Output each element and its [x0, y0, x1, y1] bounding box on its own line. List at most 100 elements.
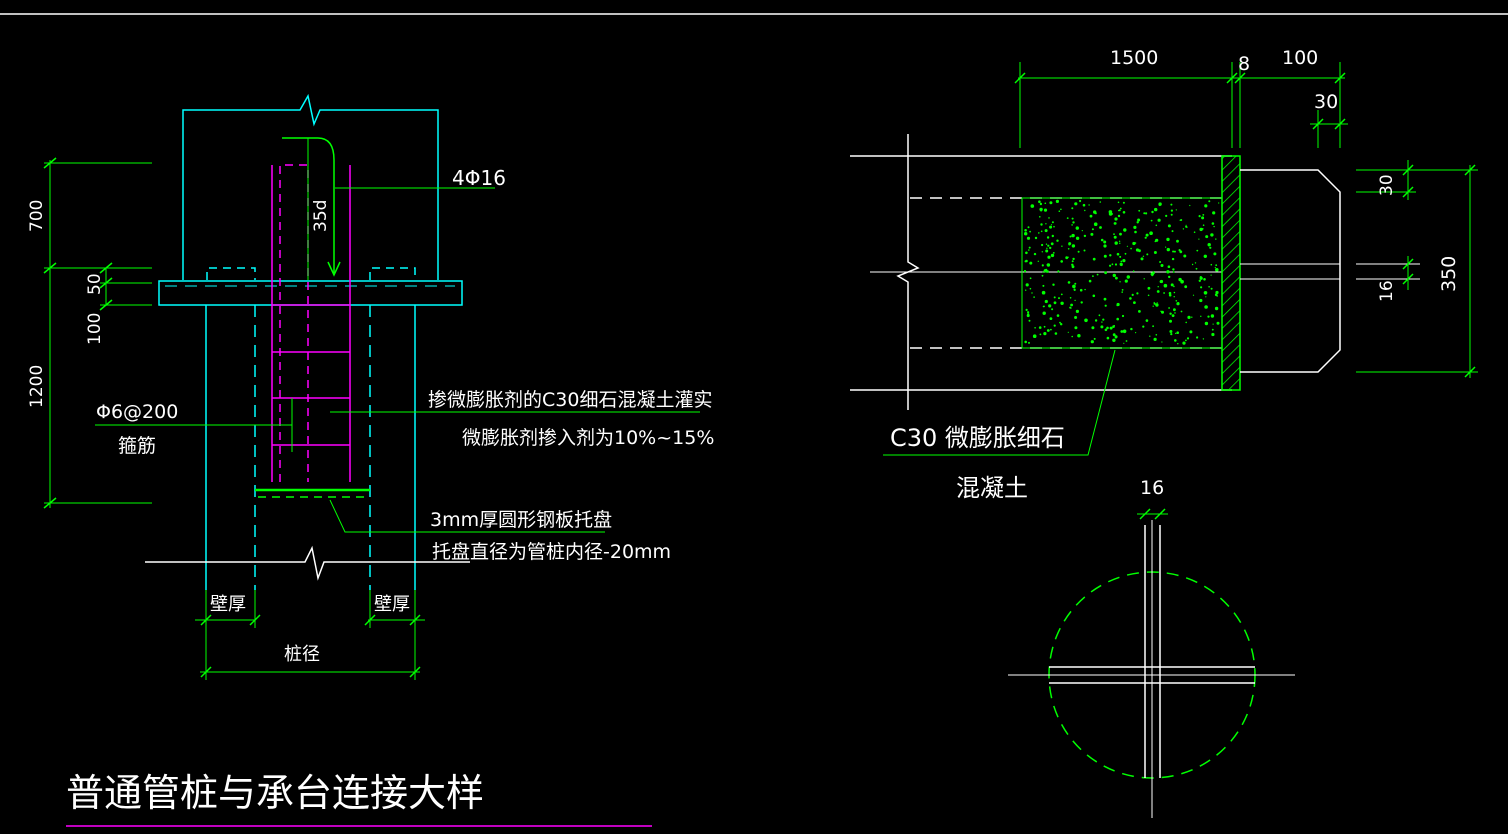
- speckle-dot: [1178, 277, 1182, 282]
- speckle-dot: [1094, 212, 1097, 215]
- speckle-dot: [1074, 326, 1078, 330]
- speckle-dot: [1156, 290, 1160, 293]
- speckle-dot: [1166, 237, 1170, 242]
- speckle-dot: [1109, 254, 1112, 257]
- dim-1500: 1500: [1110, 47, 1158, 69]
- speckle-dot: [1173, 308, 1176, 312]
- speckle-dot: [1098, 314, 1101, 317]
- speckle-dot: [1165, 214, 1168, 217]
- speckle-dot: [1042, 311, 1046, 315]
- speckle-dot: [1198, 238, 1200, 240]
- speckle-dot: [1034, 327, 1036, 329]
- speckle-dot: [1169, 312, 1172, 315]
- speckle-dot: [1023, 232, 1028, 236]
- speckle-dot: [1029, 230, 1031, 233]
- speckle-dot: [1204, 321, 1209, 326]
- dim-350: 350: [1438, 256, 1460, 292]
- speckle-dot: [1041, 274, 1044, 277]
- speckle-dot: [1043, 332, 1047, 336]
- speckle-dot: [1157, 218, 1161, 222]
- speckle-dot: [1158, 203, 1162, 207]
- speckle-dot: [1069, 297, 1072, 299]
- speckle-dot: [1168, 275, 1171, 279]
- speckle-dot: [1144, 236, 1147, 239]
- speckle-dot: [1147, 286, 1151, 290]
- speckle-dot: [1028, 341, 1030, 344]
- speckle-dot: [1067, 248, 1070, 250]
- tick-b4: [409, 614, 421, 626]
- speckle-dot: [1060, 208, 1062, 211]
- speckle-dot: [1155, 224, 1158, 227]
- speckle-dot: [1042, 284, 1045, 287]
- dim-50: 50: [85, 273, 105, 295]
- tick-s3: [1402, 164, 1414, 176]
- speckle-dot: [1037, 260, 1040, 262]
- speckle-dot: [1114, 222, 1117, 225]
- speckle-dot: [1074, 282, 1077, 285]
- speckle-dot: [1138, 310, 1141, 313]
- rebar-label: 4Φ16: [452, 166, 506, 190]
- speckle-dot: [1124, 252, 1127, 255]
- speckle-dot: [1153, 251, 1157, 254]
- speckle-dot: [1143, 212, 1146, 215]
- speckle-dot: [1215, 238, 1217, 240]
- speckle-dot: [1059, 321, 1061, 324]
- speckle-dot: [1055, 199, 1059, 203]
- speckle-dot: [1218, 202, 1220, 204]
- speckle-dot: [1138, 209, 1141, 212]
- speckle-dot: [1210, 274, 1212, 276]
- speckle-dot: [1155, 238, 1159, 242]
- speckle-dot: [1214, 293, 1218, 297]
- speckle-dot: [1044, 229, 1048, 233]
- speckle-dot: [1183, 254, 1187, 258]
- dim-16-circle: 16: [1140, 477, 1164, 499]
- speckle-dot: [1124, 279, 1128, 283]
- speckle-dot: [1112, 333, 1116, 337]
- end-plate: [1221, 155, 1241, 391]
- speckle-dot: [1046, 270, 1049, 273]
- speckle-dot: [1126, 275, 1131, 279]
- speckle-dot: [1170, 333, 1173, 336]
- speckle-dot: [1153, 302, 1156, 305]
- speckle-dot: [1198, 215, 1201, 218]
- speckle-dot: [1049, 201, 1053, 205]
- speckle-dot: [1214, 266, 1216, 269]
- speckle-dot: [1074, 202, 1078, 206]
- speckle-dot: [1184, 285, 1188, 289]
- anchor-label: 35d: [311, 200, 331, 232]
- speckle-dot: [1119, 255, 1122, 258]
- right-detail: 1500 8 100 30 30 16 350 C30 微膨胀细石 混凝土: [850, 47, 1478, 502]
- tray-leader: [329, 499, 605, 533]
- speckle-dot: [1079, 288, 1083, 292]
- speckle-dot: [1175, 209, 1177, 211]
- speckle-dot: [1030, 204, 1035, 208]
- speckle-dot: [1213, 252, 1217, 256]
- speckle-dot: [1070, 303, 1073, 307]
- speckle-dot: [1154, 207, 1158, 212]
- speckle-dot: [1117, 201, 1120, 204]
- speckle-dot: [1163, 283, 1168, 288]
- speckle-dot: [1092, 294, 1096, 298]
- concrete-label-1: C30 微膨胀细石: [890, 424, 1065, 452]
- speckle-dot: [1091, 326, 1095, 330]
- tick-t2: [1226, 72, 1238, 84]
- speckle-dot: [1160, 264, 1164, 267]
- speckle-dot: [1118, 209, 1120, 212]
- speckle-dot: [1166, 270, 1170, 274]
- speckle-dot: [1189, 330, 1193, 334]
- speckle-dot: [1145, 212, 1148, 215]
- speckle-dot: [1136, 292, 1139, 295]
- speckle-dot: [1084, 209, 1086, 212]
- speckle-dot: [1111, 263, 1114, 266]
- speckle-dot: [1216, 321, 1220, 325]
- speckle-dot: [1134, 230, 1137, 234]
- speckle-dot: [1209, 246, 1212, 249]
- speckle-dot: [1122, 201, 1125, 204]
- speckle-dot: [1193, 231, 1196, 233]
- speckle-dot: [1049, 246, 1052, 250]
- speckle-dot: [1024, 340, 1027, 344]
- speckle-dot: [1198, 279, 1202, 282]
- dim-30-top: 30: [1314, 91, 1338, 113]
- speckle-dot: [1113, 235, 1117, 239]
- stirrup-label-1: Φ6@200: [96, 401, 178, 423]
